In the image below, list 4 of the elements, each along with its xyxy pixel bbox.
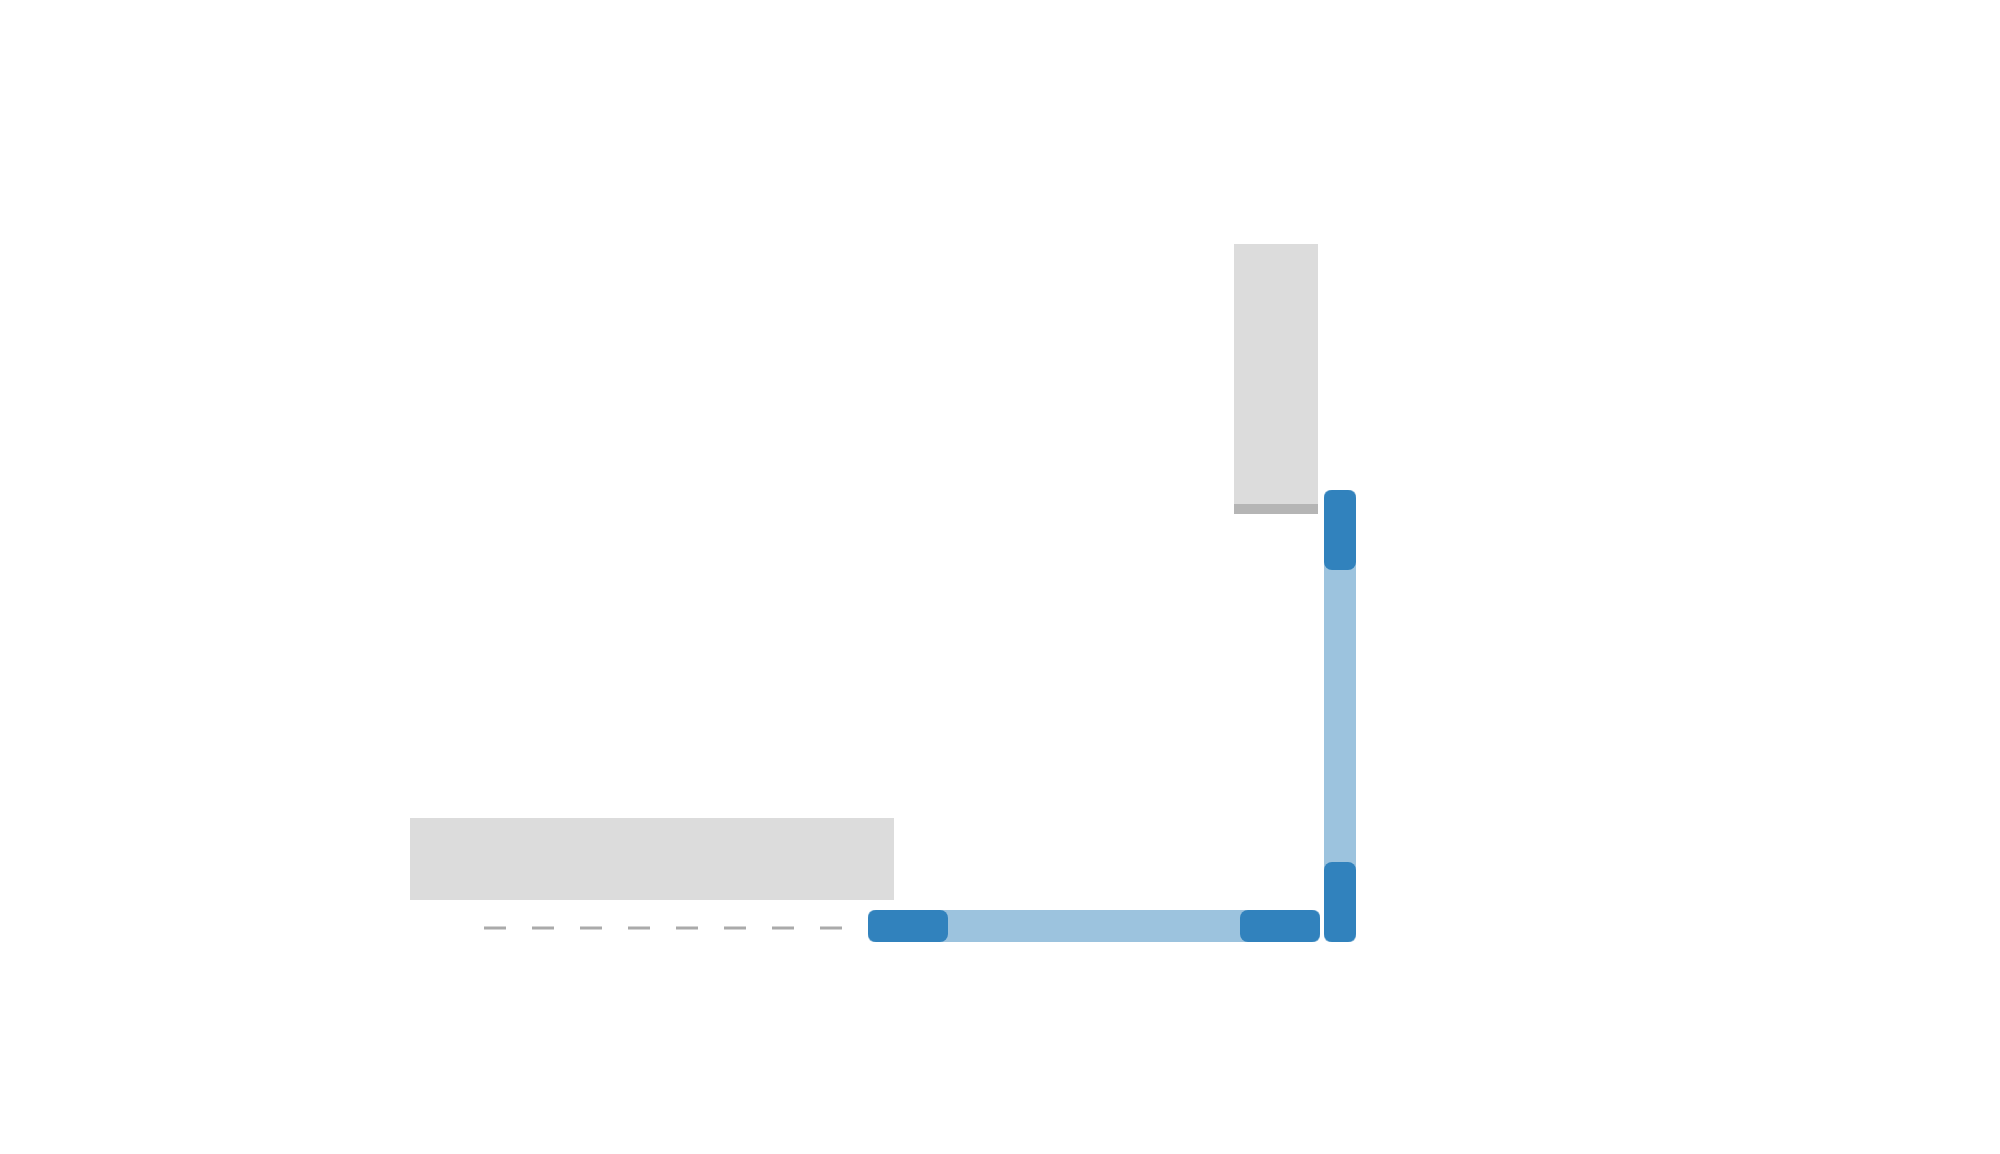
blank-panel	[1234, 244, 1318, 514]
blank-panel	[410, 818, 894, 900]
track-bar	[1324, 490, 1356, 942]
track-bar	[868, 910, 1320, 942]
